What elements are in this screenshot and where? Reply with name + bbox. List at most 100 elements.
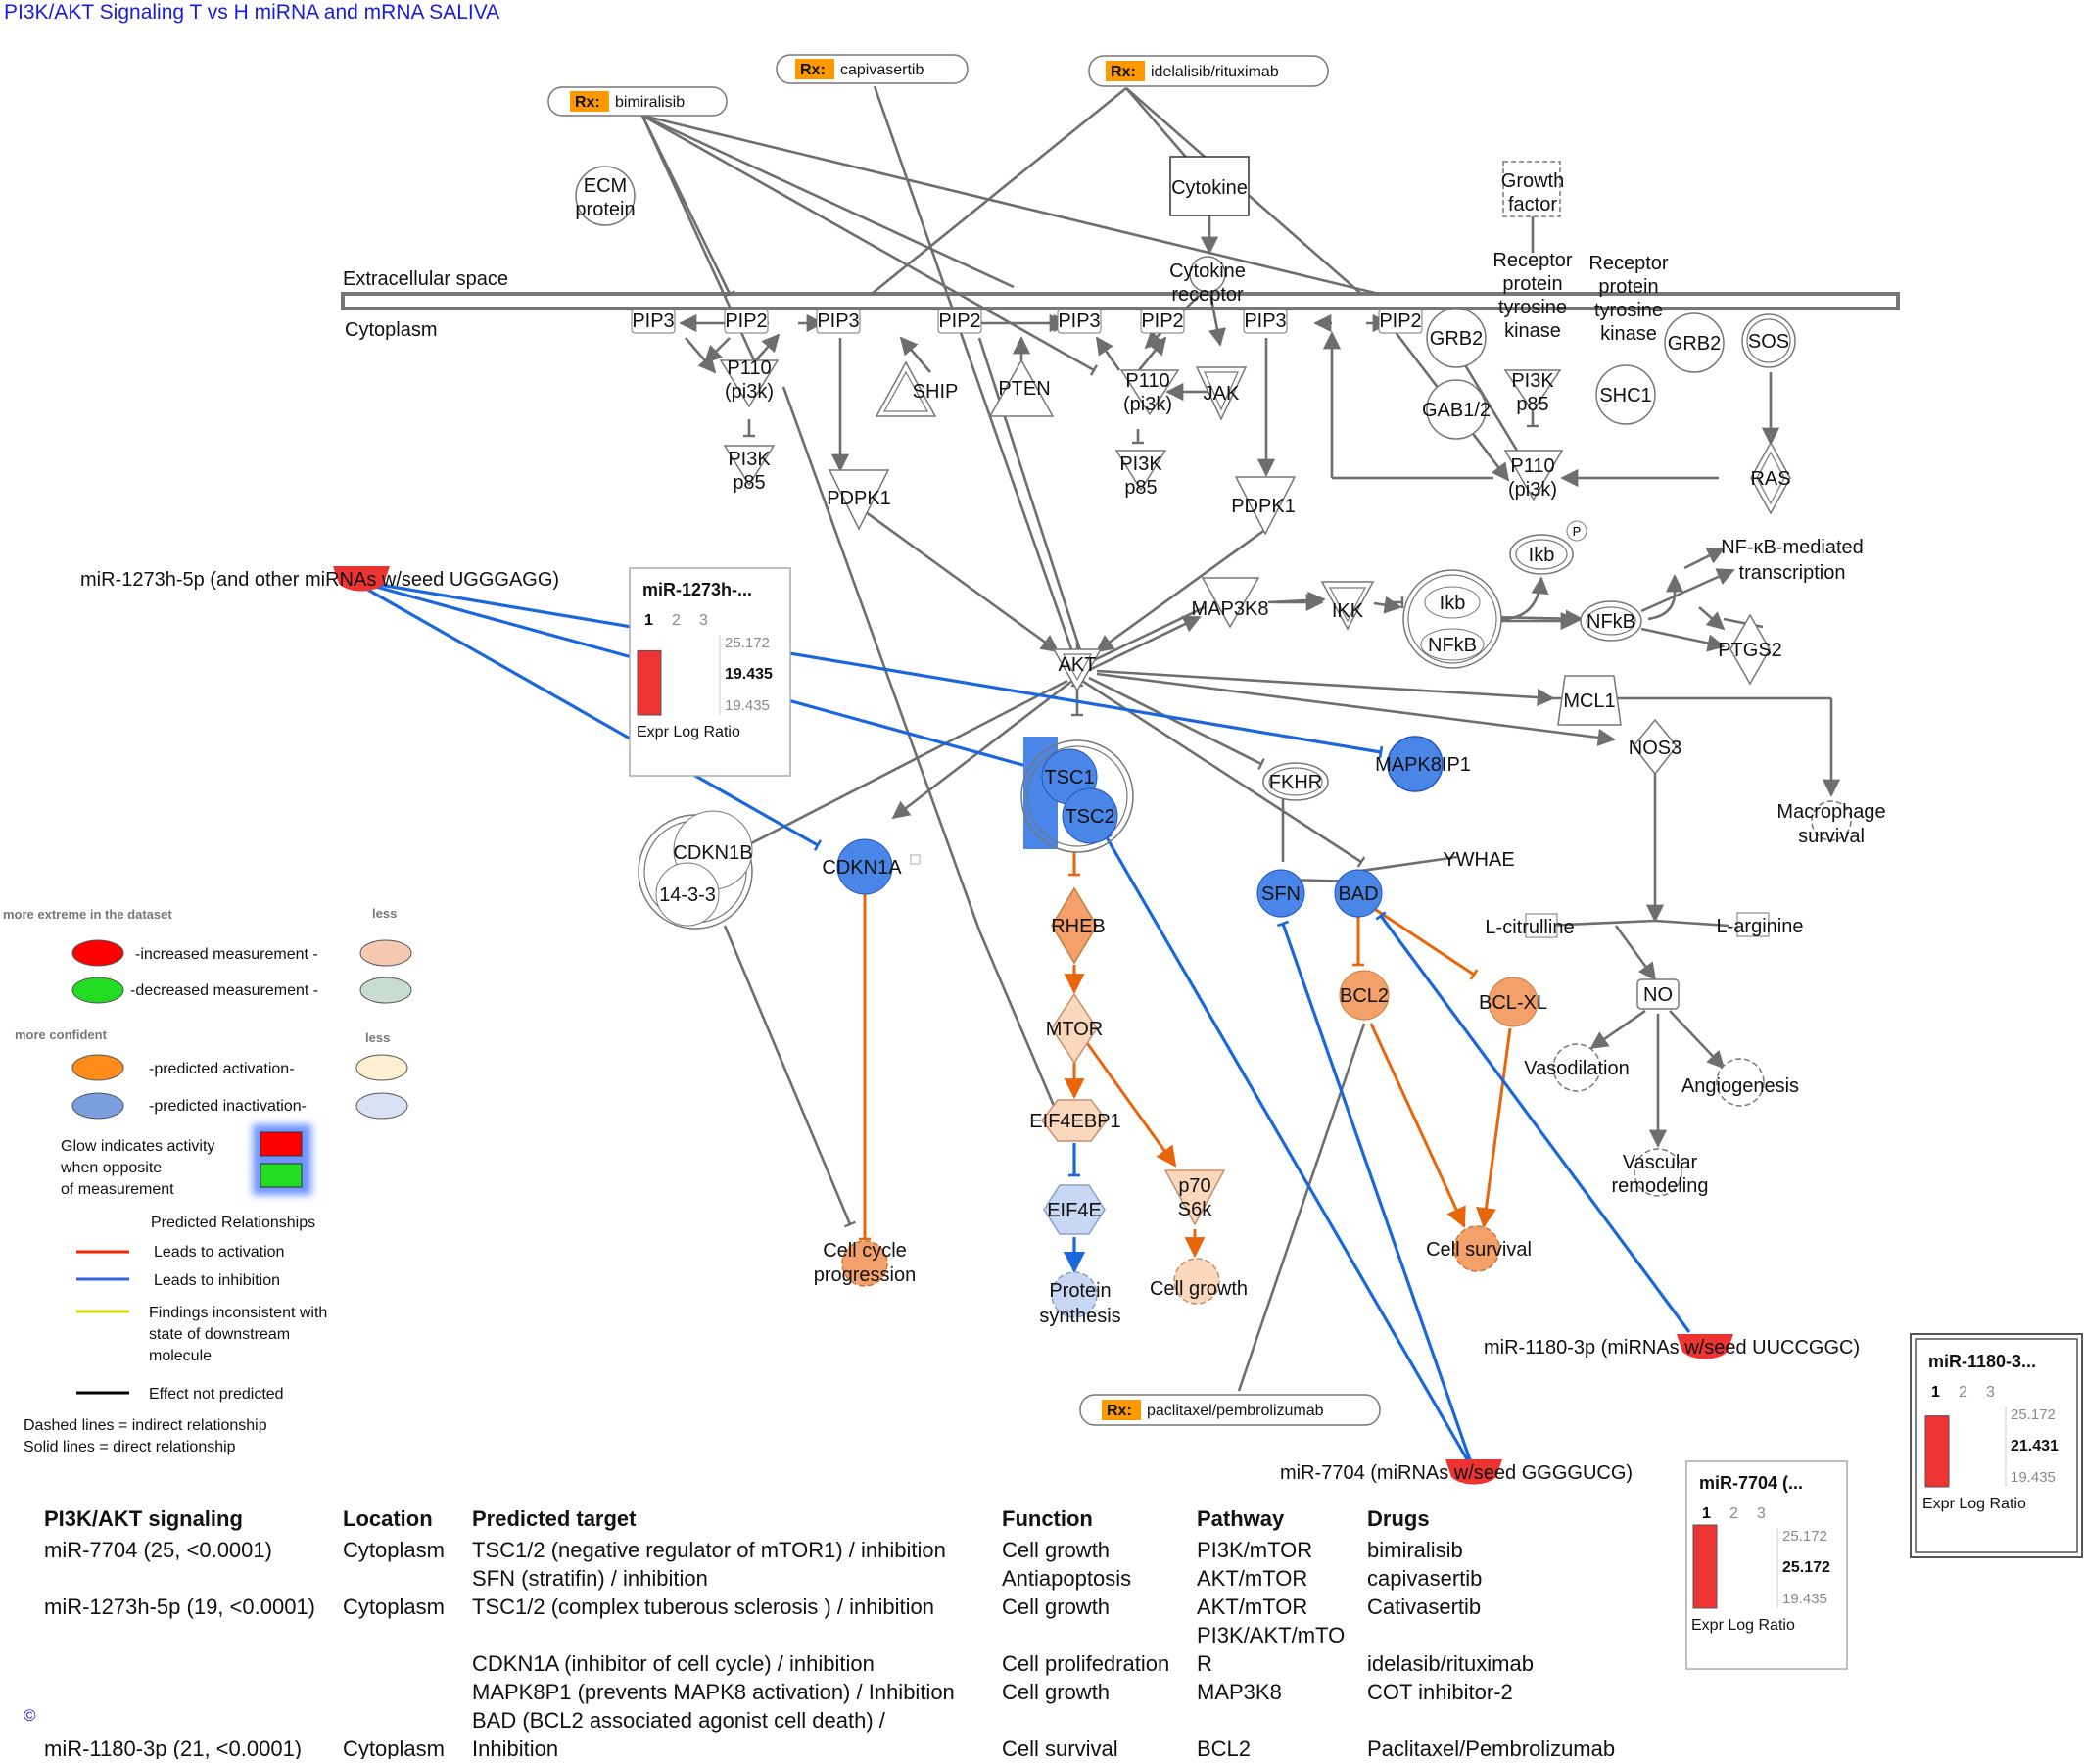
node-bad[interactable]: BAD — [1334, 869, 1383, 918]
svg-text:GAB1/2: GAB1/2 — [1422, 400, 1491, 421]
table-cell: MAPK8P1 (prevents MAPK8 activation) / In… — [472, 1680, 955, 1704]
svg-text:MCL1: MCL1 — [1563, 691, 1615, 712]
node-receptor-tyrosine-kinase-2[interactable]: Receptor protein tyrosine kinase — [1588, 253, 1668, 345]
node-grb2-2[interactable]: GRB2 — [1664, 312, 1725, 373]
node-protein-synthesis[interactable]: Protein synthesis — [1039, 1271, 1121, 1327]
svg-text:Leads to inhibition: Leads to inhibition — [154, 1272, 280, 1289]
node-pdpk1-right[interactable]: PDPK1 — [1231, 476, 1297, 536]
table-cell: bimiralisib — [1367, 1538, 1463, 1562]
drug-idelalisib-rituximab[interactable]: Rx: idelalisib/rituximab — [1088, 55, 1329, 87]
node-eif4e[interactable]: EIF4E — [1043, 1184, 1106, 1235]
node-bcl-xl[interactable]: BCL-XL — [1479, 977, 1547, 1027]
mirna-1180-3p[interactable]: miR-1180-3p (miRNAs w/seed UUCCGGC) — [1484, 1334, 1860, 1359]
node-p110-right[interactable]: P110 (pi3k) — [1503, 450, 1564, 501]
node-mapk8ip1[interactable]: MAPK8IP1 — [1375, 736, 1471, 792]
table-cell: Cytoplasm — [343, 1737, 445, 1759]
node-nfkb[interactable]: NFkB — [1580, 600, 1642, 642]
node-pip3-4[interactable]: PIP3 — [1243, 309, 1288, 334]
node-ywhae[interactable]: YWHAE — [1443, 849, 1514, 871]
node-ecm-protein[interactable]: ECM protein — [575, 166, 636, 226]
node-growth-factor[interactable]: Growth factor — [1501, 161, 1564, 217]
popup-mir-7704[interactable]: miR-7704 (... 1 2 3 25.172 25.172 19.435… — [1685, 1460, 1848, 1670]
drug-capivasertib[interactable]: Rx: capivasertib — [776, 54, 969, 84]
node-pip3-2[interactable]: PIP3 — [816, 309, 861, 334]
node-pip3-3[interactable]: PIP3 — [1057, 309, 1102, 334]
mirna-1273h-5p[interactable]: miR-1273h-5p (and other miRNAs w/seed UG… — [80, 566, 559, 592]
node-pten[interactable]: PTEN — [988, 358, 1055, 417]
drug-paclitaxel-pembrolizumab[interactable]: Rx: paclitaxel/pembrolizumab — [1079, 1394, 1381, 1426]
node-ikk[interactable]: IKK — [1320, 581, 1375, 631]
node-tsc-complex[interactable]: TSC1 TSC2 — [1020, 737, 1134, 853]
node-cell-growth[interactable]: Cell growth — [1150, 1258, 1248, 1305]
node-pip2-4[interactable]: PIP2 — [1378, 309, 1423, 334]
node-cytokine[interactable]: Cytokine — [1169, 156, 1250, 216]
node-sfn[interactable]: SFN — [1256, 869, 1305, 918]
node-mcl1[interactable]: MCL1 — [1557, 675, 1622, 726]
node-cell-cycle-progression[interactable]: Cell cycle progression — [814, 1240, 917, 1287]
node-p110-left[interactable]: P110 (pi3k) — [719, 358, 780, 408]
node-tsc2: TSC2 — [1065, 806, 1114, 828]
node-bcl2[interactable]: BCL2 — [1339, 970, 1390, 1021]
node-ikb-nfkb-complex[interactable]: Ikb NFkB — [1402, 569, 1502, 669]
svg-text:Rx:: Rx: — [575, 94, 600, 111]
svg-text:bimiralisib: bimiralisib — [615, 94, 685, 111]
node-pdpk1-left[interactable]: PDPK1 — [827, 469, 891, 531]
node-shc1[interactable]: SHC1 — [1595, 364, 1656, 425]
node-pip2-1[interactable]: PIP2 — [724, 309, 769, 334]
node-p110-mid[interactable]: P110 (pi3k) — [1119, 369, 1180, 416]
node-vascular-remodeling[interactable]: Vascular remodeling — [1612, 1148, 1709, 1197]
node-angiogenesis[interactable]: Angiogenesis — [1681, 1058, 1799, 1107]
node-macrophage-survival[interactable]: Macrophage survival — [1776, 800, 1886, 847]
svg-text:(pi3k): (pi3k) — [1123, 394, 1172, 415]
node-gab12[interactable]: GAB1/2 — [1422, 379, 1491, 440]
node-nfkb-transcription[interactable]: NF-κB-mediated transcription — [1721, 537, 1864, 584]
node-ship[interactable]: SHIP — [875, 360, 958, 417]
table-cell: COT inhibitor-2 — [1367, 1680, 1513, 1704]
node-fkhr[interactable]: FKHR — [1262, 762, 1329, 801]
node-p70-s6k[interactable]: p70 S6k — [1163, 1169, 1226, 1226]
svg-text:25.172: 25.172 — [725, 635, 770, 651]
node-ptgs2[interactable]: PTGS2 — [1718, 613, 1782, 686]
nfkb-edges — [1091, 593, 1324, 663]
node-jak[interactable]: JAK — [1195, 366, 1248, 421]
node-ras[interactable]: RAS — [1750, 441, 1791, 515]
mirna-7704[interactable]: miR-7704 (miRNAs w/seed GGGGUCG) — [1280, 1459, 1633, 1485]
drug-bimiralisib[interactable]: Rx: bimiralisib — [547, 86, 728, 117]
svg-text:Receptor: Receptor — [1492, 250, 1572, 271]
legend: more extreme in the dataset less -increa… — [3, 906, 412, 1455]
node-pi3k-p85-mid[interactable]: PI3K p85 — [1114, 450, 1167, 499]
node-pi3k-p85-left[interactable]: PI3K p85 — [723, 445, 776, 494]
node-rheb[interactable]: RHEB — [1051, 886, 1106, 965]
node-cdkn1a[interactable]: CDKN1A — [822, 838, 921, 895]
node-pip2-2[interactable]: PIP2 — [937, 309, 982, 334]
node-l-arginine[interactable]: L-arginine — [1717, 912, 1804, 937]
svg-text:GRB2: GRB2 — [1430, 328, 1483, 350]
popup-mir-1180[interactable]: miR-1180-3... 1 2 3 25.172 21.431 19.435… — [1910, 1333, 2083, 1558]
svg-text:RHEB: RHEB — [1051, 916, 1106, 937]
node-pip3-1[interactable]: PIP3 — [631, 309, 676, 334]
node-receptor-tyrosine-kinase-1[interactable]: Receptor protein tyrosine kinase — [1492, 250, 1572, 342]
node-cytokine-receptor[interactable]: Cytokine receptor — [1169, 256, 1246, 306]
popup-mir-1273h[interactable]: miR-1273h-... 1 2 3 25.172 19.435 19.435… — [629, 567, 791, 777]
node-map3k8[interactable]: MAP3K8 — [1192, 577, 1269, 629]
svg-text:PIP3: PIP3 — [632, 310, 674, 332]
node-sos[interactable]: SOS — [1741, 313, 1796, 368]
svg-text:Effect not predicted: Effect not predicted — [149, 1386, 284, 1403]
node-grb2-1[interactable]: GRB2 — [1426, 308, 1487, 368]
node-l-citrulline[interactable]: L-citrulline — [1485, 913, 1575, 938]
node-eif4ebp1[interactable]: EIF4EBP1 — [1029, 1099, 1121, 1142]
node-pip2-3[interactable]: PIP2 — [1140, 309, 1185, 334]
node-vasodilation[interactable]: Vasodilation — [1524, 1043, 1630, 1092]
svg-text:19.435: 19.435 — [725, 666, 773, 683]
node-nos3[interactable]: NOS3 — [1629, 718, 1681, 776]
node-ikb-p[interactable]: Ikb P — [1509, 520, 1587, 575]
node-cell-survival[interactable]: Cell survival — [1426, 1225, 1532, 1272]
node-pi3k-p85-right[interactable]: PI3K p85 — [1503, 369, 1562, 415]
table-cell: idelasib/rituximab — [1367, 1651, 1534, 1676]
node-no[interactable]: NO — [1636, 978, 1680, 1010]
node-cdkn1b-1433-complex[interactable]: CDKN1B 14-3-3 — [638, 810, 753, 930]
node-akt[interactable]: AKT — [1052, 648, 1103, 692]
node-mtor[interactable]: MTOR — [1046, 992, 1104, 1065]
svg-text:2: 2 — [1959, 1384, 1967, 1401]
table-cell: miR-1180-3p (21, <0.0001) — [44, 1737, 302, 1759]
